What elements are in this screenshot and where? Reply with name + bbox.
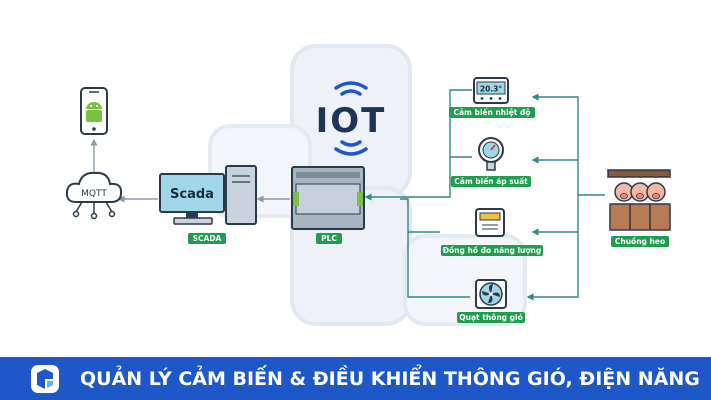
pig-icon bbox=[614, 182, 666, 202]
barn-to-fan-arrow bbox=[526, 232, 579, 301]
title-banner: QUẢN LÝ CẢM BIẾN & ĐIỀU KHIỂN THÔNG GIÓ,… bbox=[0, 357, 711, 400]
plc-label-badge bbox=[316, 233, 342, 244]
fan-label-badge bbox=[457, 312, 525, 323]
mqtt-label: MQTT bbox=[81, 189, 107, 199]
temp-to-plc-line bbox=[364, 89, 472, 201]
pig-barn: Chuồng heo bbox=[607, 169, 671, 247]
banner-title: QUẢN LÝ CẢM BIẾN & ĐIỀU KHIỂN THÔNG GIÓ,… bbox=[80, 367, 700, 390]
energy-meter-label-badge bbox=[441, 245, 543, 256]
scada-label-badge bbox=[188, 233, 226, 244]
temperature-sensor: 20.3° Cảm biến nhiệt độ bbox=[449, 77, 535, 118]
energy-meter: Đồng hồ đo năng lượng bbox=[441, 208, 543, 256]
barn-to-meter-arrow bbox=[531, 195, 579, 236]
barn-to-temp-arrow bbox=[531, 93, 605, 196]
pressure-sensor: Cảm biến áp suất bbox=[451, 137, 531, 187]
scada-label: SCADA bbox=[193, 234, 222, 243]
temp-reading: 20.3° bbox=[480, 85, 503, 94]
pressure-sensor-label: Cảm biến áp suất bbox=[454, 177, 528, 186]
temp-sensor-label: Cảm biến nhiệt độ bbox=[453, 108, 530, 117]
iot-logo: IOT bbox=[316, 81, 387, 156]
energy-meter-label: Đồng hồ đo năng lượng bbox=[443, 246, 541, 255]
mqtt-network-icon bbox=[72, 201, 116, 220]
ventilation-fan: Quạt thông gió bbox=[457, 279, 525, 323]
fan-label: Quạt thông gió bbox=[459, 313, 522, 322]
iot-title: IOT bbox=[316, 101, 387, 141]
smartphone bbox=[80, 87, 108, 135]
plc-device: PLC bbox=[291, 166, 365, 244]
plc-to-fan-line bbox=[407, 232, 470, 298]
plc-to-meter-line bbox=[400, 198, 440, 233]
android-icon bbox=[86, 102, 102, 122]
brand-logo-icon bbox=[31, 364, 59, 393]
scada-computer: Scada SCADA bbox=[159, 165, 257, 244]
barn-label: Chuồng heo bbox=[615, 237, 665, 246]
connectors bbox=[90, 89, 605, 301]
temp-sensor-label-badge bbox=[449, 107, 535, 118]
diagram-canvas: IOT MQTT bbox=[65, 44, 671, 326]
pressure-sensor-label-badge bbox=[451, 176, 531, 187]
barn-label-badge bbox=[611, 236, 669, 247]
plc-label: PLC bbox=[321, 234, 337, 243]
mqtt-cloud: MQTT bbox=[65, 171, 123, 220]
scada-screen-label: Scada bbox=[170, 187, 214, 202]
